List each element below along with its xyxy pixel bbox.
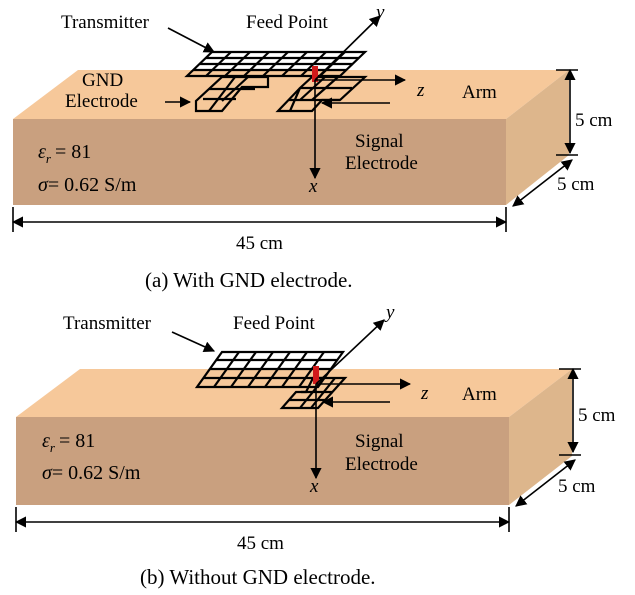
signal-electrode-label-line1: Signal <box>355 431 404 452</box>
axis-y-label: y <box>384 302 395 323</box>
gnd-electrode-label-line1: GND <box>82 70 123 91</box>
feed-point-label: Feed Point <box>233 313 316 334</box>
permittivity-label: εr= 81 <box>42 430 95 455</box>
arm-top-face <box>13 70 569 119</box>
feed-point-marker <box>312 66 318 82</box>
depth-label: 5 cm <box>557 174 595 195</box>
gnd-electrode-grid <box>194 75 270 113</box>
arm-front-face <box>13 119 506 205</box>
signal-electrode-label-line2: Electrode <box>345 153 418 174</box>
axis-z-label: z <box>416 80 425 101</box>
depth-label: 5 cm <box>558 476 596 497</box>
caption-a: (a) With GND electrode. <box>145 268 353 292</box>
axes-a <box>309 15 407 180</box>
panel-a: Transmitter Feed Point y GND Electrode z… <box>11 2 613 292</box>
length-label: 45 cm <box>236 233 283 254</box>
permittivity-label: εr= 81 <box>38 141 91 166</box>
caption-b: (b) Without GND electrode. <box>140 565 376 589</box>
height-label: 5 cm <box>578 405 616 426</box>
signal-electrode-label-line1: Signal <box>355 131 404 152</box>
axes-b <box>310 319 412 480</box>
signal-electrode-label-line2: Electrode <box>345 454 418 475</box>
gnd-electrode-label-line2: Electrode <box>65 91 138 112</box>
axis-x-label: x <box>308 176 318 197</box>
length-label: 45 cm <box>237 533 284 554</box>
axis-z-label: z <box>420 383 429 404</box>
arm-label: Arm <box>462 82 497 103</box>
feed-point-label: Feed Point <box>246 12 329 33</box>
transmitter-grid <box>184 50 368 78</box>
feed-point-marker <box>313 366 319 384</box>
arm-front-face <box>16 417 509 505</box>
axis-y-label: y <box>374 2 385 23</box>
transmitter-label: Transmitter <box>63 313 152 334</box>
signal-electrode-grid <box>279 376 348 410</box>
transmitter-label: Transmitter <box>61 12 150 33</box>
height-label: 5 cm <box>575 110 613 131</box>
panel-b: Transmitter Feed Point y z Arm 5 cm Sign… <box>14 302 616 589</box>
conductivity-label: σ= 0.62 S/m <box>38 174 137 196</box>
arm-label: Arm <box>462 384 497 405</box>
conductivity-label: σ= 0.62 S/m <box>42 462 141 484</box>
axis-x-label: x <box>309 476 319 497</box>
